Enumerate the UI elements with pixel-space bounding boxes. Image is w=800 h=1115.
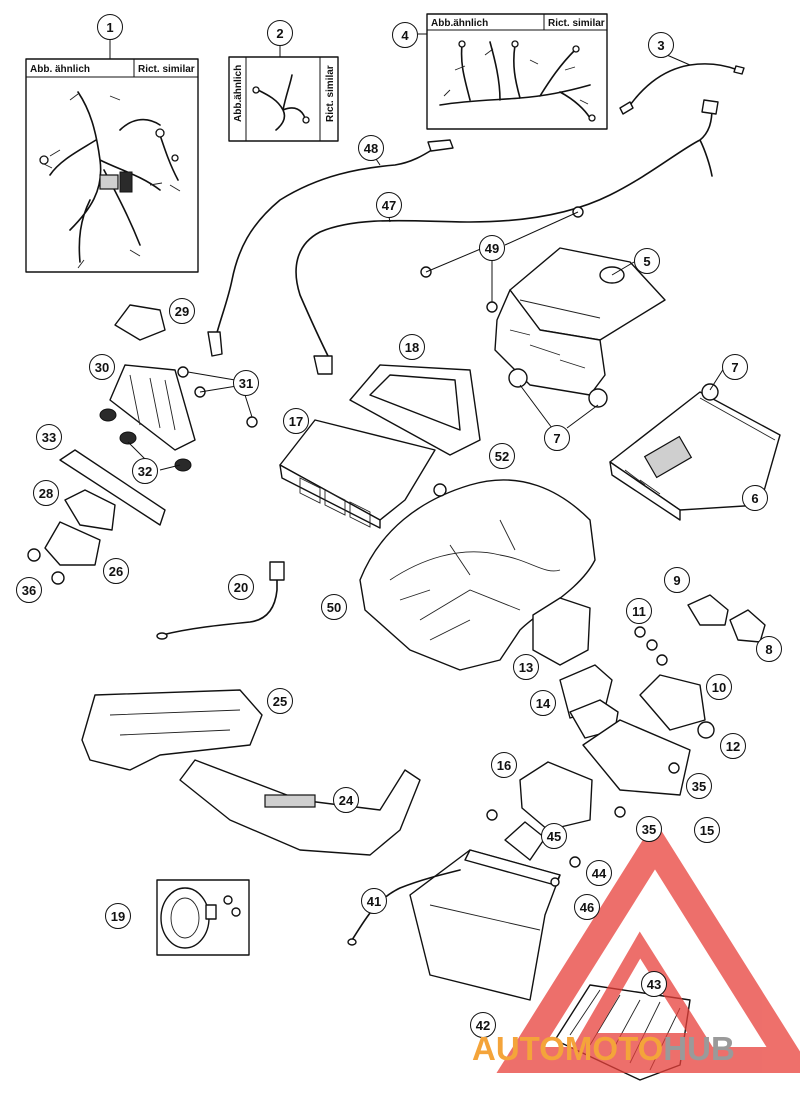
callout-18[interactable]: 18	[399, 334, 425, 360]
callout-9[interactable]: 9	[664, 567, 690, 593]
callout-6[interactable]: 6	[742, 485, 768, 511]
callout-47[interactable]: 47	[376, 192, 402, 218]
callout-7a[interactable]: 7	[722, 354, 748, 380]
callout-32[interactable]: 32	[132, 458, 158, 484]
callout-30[interactable]: 30	[89, 354, 115, 380]
callout-52[interactable]: 52	[489, 443, 515, 469]
callout-12[interactable]: 12	[720, 733, 746, 759]
callout-44[interactable]: 44	[586, 860, 612, 886]
callout-26[interactable]: 26	[103, 558, 129, 584]
watermark-hub: HUB	[663, 1030, 735, 1067]
callout-16[interactable]: 16	[491, 752, 517, 778]
inset4-label-it: Rict. similar	[548, 18, 605, 29]
cable-3	[619, 63, 745, 115]
callout-35a[interactable]: 35	[686, 773, 712, 799]
watermark-logo	[496, 820, 800, 1073]
part-50-tray	[359, 479, 596, 671]
callout-15[interactable]: 15	[694, 817, 720, 843]
callout-46[interactable]: 46	[574, 894, 600, 920]
callout-45[interactable]: 45	[541, 823, 567, 849]
callout-11[interactable]: 11	[626, 598, 652, 624]
callout-31[interactable]: 31	[233, 370, 259, 396]
watermark-auto: AUTO	[472, 1030, 565, 1067]
callout-7b[interactable]: 7	[544, 425, 570, 451]
callout-49[interactable]: 49	[479, 235, 505, 261]
part-17-module	[279, 419, 436, 529]
callout-41[interactable]: 41	[361, 888, 387, 914]
callout-17[interactable]: 17	[283, 408, 309, 434]
inset1-label-de: Abb. ähnlich	[30, 64, 90, 75]
right-small-parts	[519, 594, 766, 831]
callout-10[interactable]: 10	[706, 674, 732, 700]
part-20-cable	[156, 561, 285, 640]
callout-42[interactable]: 42	[470, 1012, 496, 1038]
part-42-battery	[347, 809, 581, 1001]
callout-20[interactable]: 20	[228, 574, 254, 600]
part-5-bracket	[420, 206, 666, 408]
part-6-ecu	[609, 383, 781, 521]
callout-4[interactable]: 4	[392, 22, 418, 48]
callout-28[interactable]: 28	[33, 480, 59, 506]
watermark-wordmark: AUTOMOTOHUB	[472, 1030, 735, 1068]
callout-19[interactable]: 19	[105, 903, 131, 929]
cable-48	[207, 139, 454, 357]
callout-25[interactable]: 25	[267, 688, 293, 714]
left-cluster	[59, 304, 258, 526]
callout-50[interactable]: 50	[321, 594, 347, 620]
inset4-label-de: Abb.ähnlich	[431, 18, 488, 29]
callout-14[interactable]: 14	[530, 690, 556, 716]
inset2-label-it: Rict. similar	[325, 65, 336, 122]
callout-48[interactable]: 48	[358, 135, 384, 161]
part-19-horn	[156, 879, 250, 956]
callout-35b[interactable]: 35	[636, 816, 662, 842]
inset-wiring-harness: Abb. ähnlich Rict. similar	[25, 58, 199, 273]
part-24-bracket	[179, 759, 421, 856]
callout-24[interactable]: 24	[333, 787, 359, 813]
callout-5[interactable]: 5	[634, 248, 660, 274]
callout-3[interactable]: 3	[648, 32, 674, 58]
inset-sub-harness: Abb.ähnlich Rict. similar	[228, 56, 339, 142]
callout-1[interactable]: 1	[97, 14, 123, 40]
part-25-bracket	[81, 689, 263, 771]
callout-29[interactable]: 29	[169, 298, 195, 324]
callout-8[interactable]: 8	[756, 636, 782, 662]
callout-33[interactable]: 33	[36, 424, 62, 450]
inset-engine-harness: Abb.ähnlich Rict. similar	[426, 13, 608, 130]
callout-36[interactable]: 36	[16, 577, 42, 603]
inset2-label-de: Abb.ähnlich	[233, 65, 244, 122]
part-18-frame	[349, 364, 481, 456]
cable-47	[295, 99, 719, 375]
relay-group-28-26	[27, 489, 116, 585]
callout-2[interactable]: 2	[267, 20, 293, 46]
callout-13[interactable]: 13	[513, 654, 539, 680]
inset1-label-it: Rict. similar	[138, 64, 195, 75]
callout-43[interactable]: 43	[641, 971, 667, 997]
watermark-moto: MOTO	[564, 1030, 664, 1067]
